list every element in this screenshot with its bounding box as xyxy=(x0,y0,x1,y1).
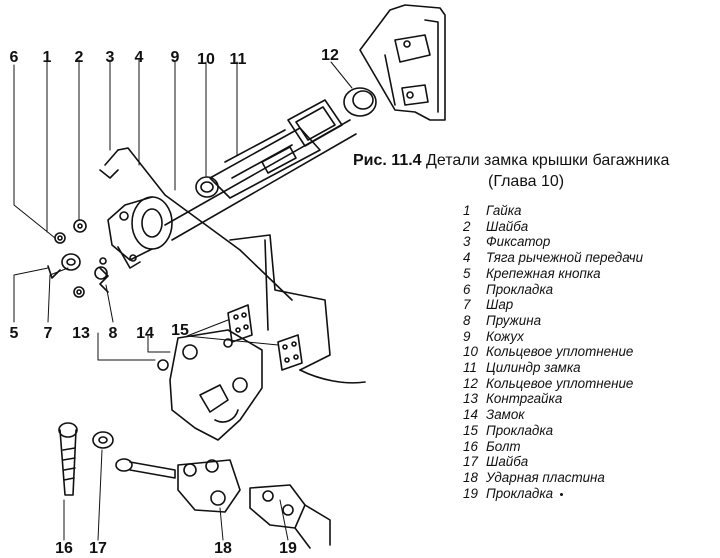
callout-3: 3 xyxy=(106,49,115,66)
body-panel-center xyxy=(229,234,366,384)
striker-bolt xyxy=(115,458,176,479)
callout-10: 10 xyxy=(197,51,215,68)
figure-number: Рис. 11.4 xyxy=(353,152,422,169)
cylinder-key-cover xyxy=(287,99,343,147)
callout-19: 19 xyxy=(279,540,297,557)
link-rod xyxy=(99,147,293,301)
callout-17: 17 xyxy=(89,540,107,557)
figure-caption: Рис. 11.4 Детали замка крышки багажника … xyxy=(353,150,718,192)
o-ring-12 xyxy=(343,87,377,117)
trunk-lid-panel xyxy=(359,4,446,121)
small-parts-left xyxy=(47,219,109,298)
callout-5: 5 xyxy=(10,325,19,342)
washer-17 xyxy=(92,431,114,449)
o-ring-10 xyxy=(195,176,219,198)
callout-numbers: 6 1 2 3 4 9 10 11 12 5 7 8 13 14 15 16 1… xyxy=(10,47,339,557)
callout-15: 15 xyxy=(171,322,189,339)
gasket-15-lower xyxy=(277,334,303,371)
callout-2: 2 xyxy=(75,49,84,66)
callout-18: 18 xyxy=(214,540,232,557)
callout-11: 11 xyxy=(230,51,247,68)
bolt-16 xyxy=(58,422,78,496)
callout-4: 4 xyxy=(135,49,144,66)
callout-6: 6 xyxy=(10,49,19,66)
callout-12: 12 xyxy=(321,47,339,64)
callout-13: 13 xyxy=(72,325,90,342)
callout-9: 9 xyxy=(171,49,180,66)
lock-body xyxy=(157,329,263,441)
striker-gasket xyxy=(249,484,331,549)
figure-title: Детали замка крышки багажника xyxy=(426,152,670,169)
lock-housing xyxy=(107,196,173,269)
callout-1: 1 xyxy=(43,49,52,66)
callout-7: 7 xyxy=(44,325,53,342)
bullet-dot xyxy=(560,492,564,496)
figure-subtitle: (Глава 10) xyxy=(488,173,565,190)
lock-cylinder-assembly xyxy=(164,119,357,241)
callout-14: 14 xyxy=(136,325,154,342)
callout-8: 8 xyxy=(109,325,118,342)
callout-16: 16 xyxy=(55,540,73,557)
leader-lines xyxy=(13,59,353,541)
striker-plate xyxy=(177,459,241,513)
